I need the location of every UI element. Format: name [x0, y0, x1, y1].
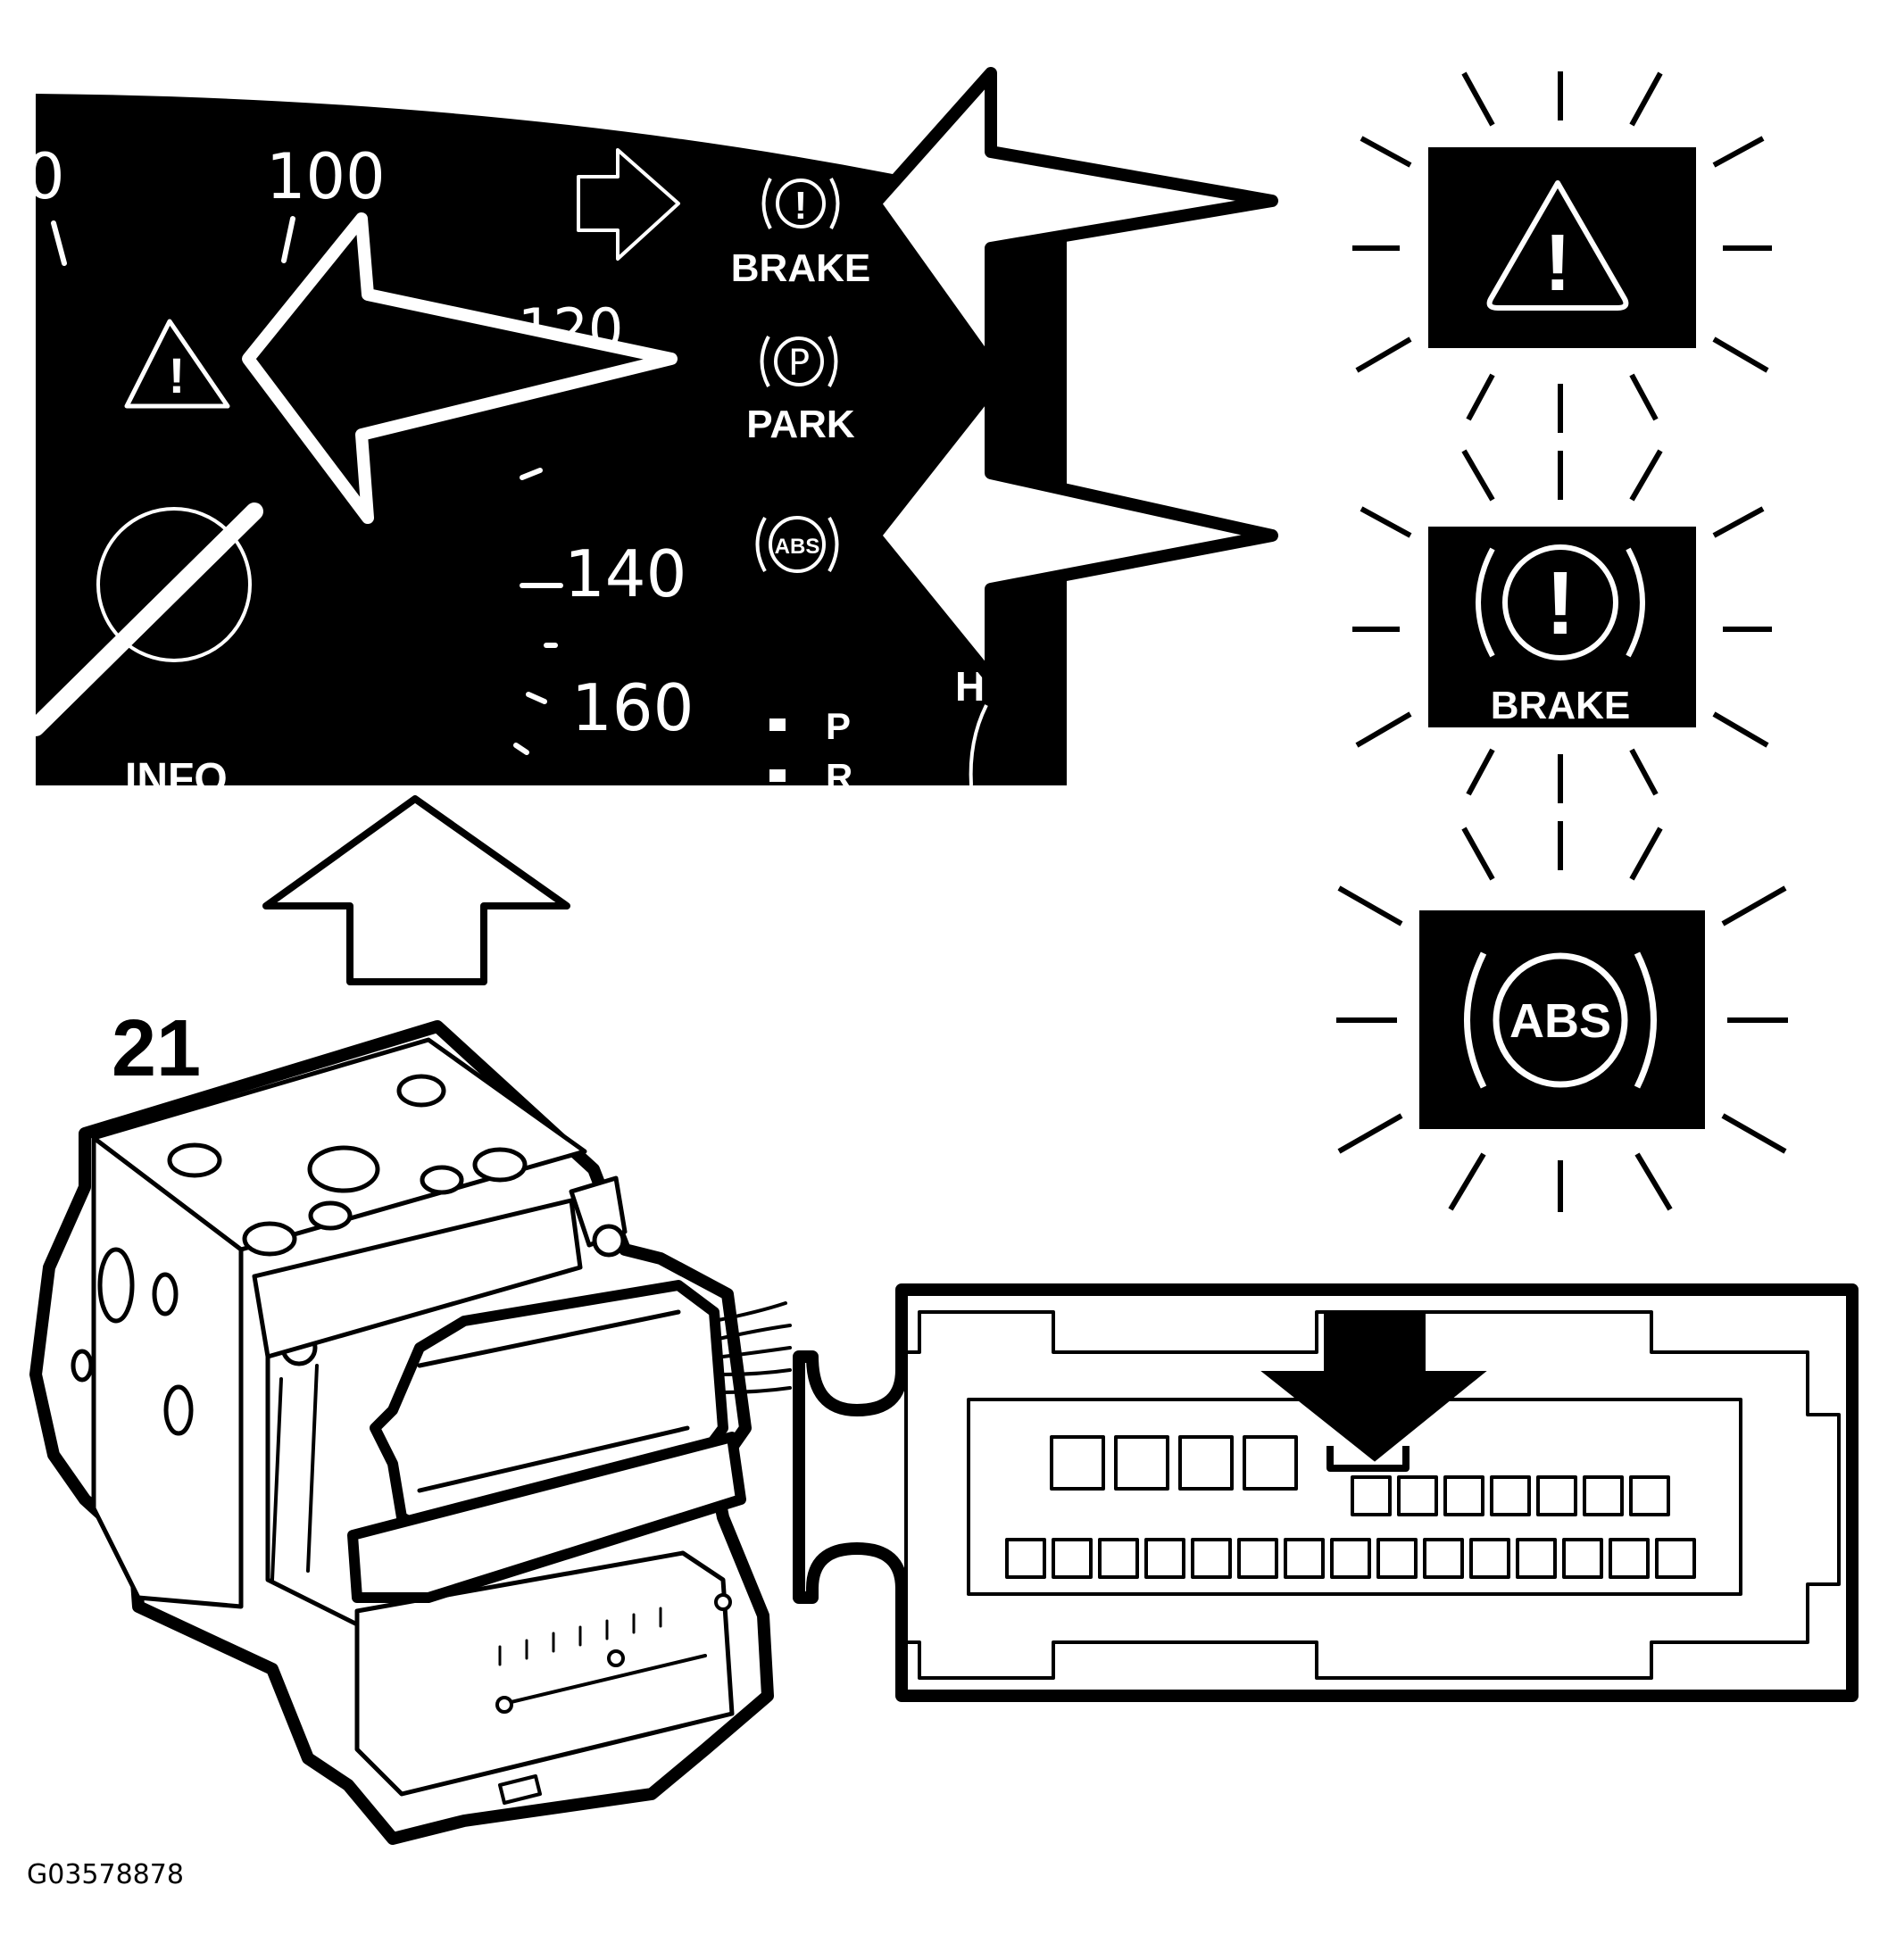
svg-text:ABS: ABS — [775, 535, 820, 559]
gear-marker-r — [769, 769, 786, 782]
pin-pointer-arrow-icon — [1260, 1310, 1487, 1462]
turn-signal-icon — [577, 148, 680, 261]
gauge-needle — [27, 502, 263, 736]
brake-warning-icon: ! — [1476, 544, 1645, 660]
svg-text:!: ! — [1545, 553, 1575, 653]
speed-label-100: 100 — [266, 140, 386, 213]
gauge-hub — [96, 507, 252, 662]
gear-label-r: R — [826, 756, 852, 798]
info-label: INFO — [125, 755, 228, 802]
svg-text:!: ! — [169, 347, 186, 403]
cluster-park-label: PARK — [746, 403, 855, 446]
svg-text:!: ! — [794, 184, 808, 228]
warning-triangle-icon — [1486, 180, 1629, 311]
speed-label-140: 140 — [564, 536, 686, 611]
flashing-abs-lamp: ABS — [1336, 821, 1788, 1212]
pointer-arrow-icon — [242, 212, 678, 524]
lamp-brake-label: BRAKE — [1491, 684, 1630, 727]
brake-callout-arrow — [869, 67, 1278, 372]
instrument-cluster: 0 100 120 140 160 ! INFO P R H — [25, 94, 1067, 802]
abs-icon: ABS — [755, 516, 839, 573]
cluster-background — [36, 94, 1067, 785]
connector-detail — [793, 1283, 1859, 1702]
svg-text:!: ! — [1544, 219, 1571, 308]
svg-text:P: P — [788, 343, 810, 384]
svg-text:ABS: ABS — [1509, 994, 1611, 1048]
abs-icon: ABS — [1464, 951, 1657, 1089]
flashing-brake-lamp: ! BRAKE — [1352, 449, 1772, 803]
temp-gauge-arc — [969, 704, 988, 786]
highlighted-terminal — [1326, 1446, 1410, 1472]
connector-pins-lower — [1005, 1538, 1696, 1579]
speed-label-0: 0 — [25, 140, 65, 213]
abs-control-module — [29, 1020, 792, 1845]
cluster-brake-label: BRAKE — [731, 246, 870, 290]
gear-marker-p — [769, 718, 786, 731]
figure-id: G03578878 — [27, 1859, 184, 1890]
speed-label-160: 160 — [571, 670, 694, 745]
connector-pins-upper — [1351, 1475, 1670, 1516]
warning-triangle-icon: ! — [124, 319, 230, 409]
abs-callout-arrow — [869, 382, 1278, 685]
flash-rays — [1336, 821, 1788, 1212]
gear-label-p: P — [826, 705, 851, 747]
flashing-warning-lamp: ! — [1352, 71, 1772, 433]
speed-ticks — [51, 216, 563, 755]
flash-rays — [1352, 449, 1772, 803]
module-callout-number: 21 — [112, 1004, 201, 1093]
up-arrow-icon — [262, 795, 570, 985]
park-brake-icon: P — [760, 336, 838, 387]
brake-warning-icon: ! — [761, 178, 840, 229]
flash-rays — [1352, 71, 1772, 433]
